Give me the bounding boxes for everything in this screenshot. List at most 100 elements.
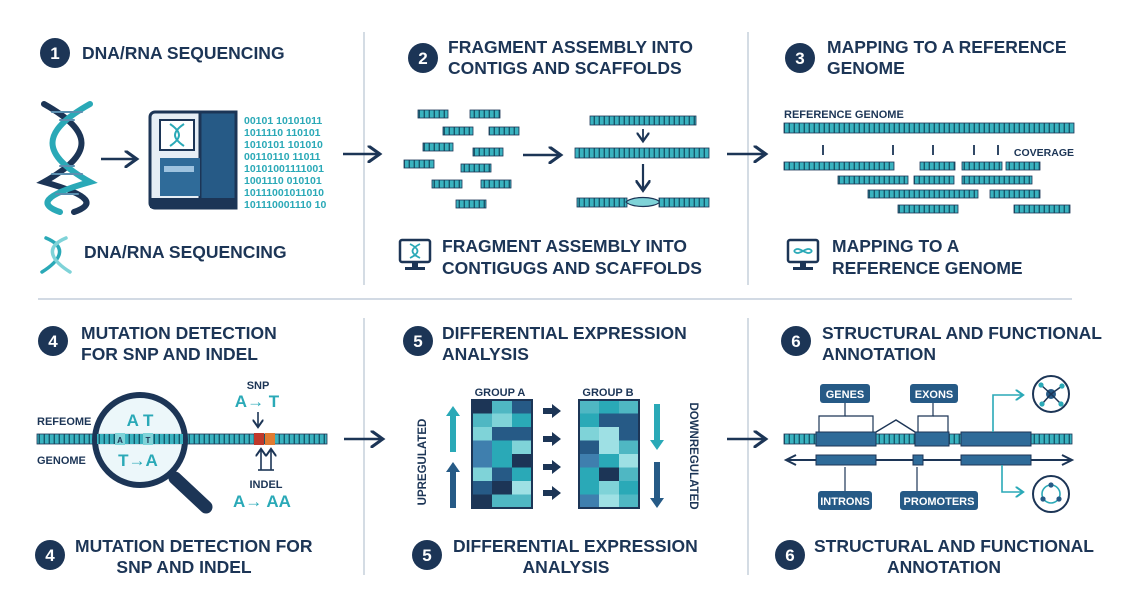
panel-6-title-line-2: ANNOTATION <box>822 344 936 364</box>
group-a-label: GROUP A <box>475 387 526 399</box>
badge-number-2: 2 <box>418 49 427 68</box>
svg-text:00110110 11011: 00110110 11011 <box>244 151 321 163</box>
heatmap-cell <box>492 454 512 468</box>
network-node-icon <box>1032 375 1070 413</box>
badge-6-caption <box>775 540 805 570</box>
badge-number-6: 6 <box>791 332 800 351</box>
heatmap-cell <box>619 427 639 441</box>
lens-bottom-letters: T→A <box>118 451 158 470</box>
heatmap-cell <box>599 454 619 468</box>
panel-4-title-line-1: MUTATION DETECTION <box>81 323 277 343</box>
heatmap-cell <box>619 413 639 427</box>
svg-text:00101 10101011: 00101 10101011 <box>244 115 322 127</box>
heatmap-cell <box>492 481 512 495</box>
heatmap-cell <box>619 481 639 495</box>
number-badges <box>35 38 815 570</box>
heatmap-cell <box>619 454 639 468</box>
panel-6-caption-line-2: ANNOTATION <box>887 557 1001 577</box>
badge-6 <box>781 326 811 356</box>
heatmap-group-a <box>471 399 533 509</box>
badge-number-1: 1 <box>50 44 59 63</box>
strand-left-end <box>783 454 797 466</box>
snp-label: SNP <box>247 380 270 392</box>
panel-1-caption: DNA/RNA SEQUENCING <box>84 242 287 262</box>
exons-label: EXONS <box>915 389 954 401</box>
genes-label: GENES <box>826 389 865 401</box>
indel-change: A→ AA <box>233 492 291 511</box>
upregulated-label: UPREGULATED <box>417 419 429 506</box>
panel-5-caption-line-1: DIFFERENTIAL EXPRESSION <box>453 536 698 556</box>
panel-5-caption-line-2: ANALYSIS <box>523 557 610 577</box>
badge-number-4: 4 <box>48 332 58 351</box>
genome-label: GENOME <box>37 455 86 467</box>
reference-genome-bar <box>783 122 1075 134</box>
exons-tag <box>910 384 958 403</box>
badge-number-6-caption: 6 <box>785 546 794 565</box>
reference-genome-label: REFERENCE GENOME <box>784 109 904 121</box>
heatmap-cell <box>472 494 492 508</box>
svg-text:1011110 110101: 1011110 110101 <box>244 127 321 139</box>
strand-right-end <box>1061 454 1075 466</box>
sequencer-machine-icon <box>148 110 238 210</box>
heatmap-cell <box>492 440 512 454</box>
badge-number-5-caption: 5 <box>422 546 431 565</box>
heatmap-group-b <box>578 399 640 509</box>
panel-2-title-line-1: FRAGMENT ASSEMBLY INTO <box>448 37 693 57</box>
panel-4-caption-line-1: MUTATION DETECTION FOR <box>75 536 313 556</box>
contig-short <box>589 115 697 126</box>
heatmap-cell <box>472 481 492 495</box>
heatmap-cell <box>512 440 532 454</box>
indel-label: INDEL <box>250 479 283 491</box>
heatmap-cell <box>579 494 599 508</box>
panel-3-title-line-2: GENOME <box>827 58 905 78</box>
badge-5 <box>403 326 433 356</box>
panel-4-title-line-2: FOR SNP AND INDEL <box>81 344 258 364</box>
heatmap-cell <box>579 454 599 468</box>
heatmap-cell <box>599 481 619 495</box>
badge-4 <box>38 326 68 356</box>
panel-5-title-line-1: DIFFERENTIAL EXPRESSION <box>442 323 687 343</box>
strand-exon-1 <box>815 454 877 466</box>
panel-2-title-line-2: CONTIGS AND SCAFFOLDS <box>448 58 682 78</box>
badge-number-3: 3 <box>795 49 804 68</box>
heatmap-cell <box>579 427 599 441</box>
downregulated-label: DOWNREGULATED <box>687 402 699 509</box>
dna-helix-icon <box>36 101 98 215</box>
heatmap-cell <box>492 413 512 427</box>
strand-exon-3 <box>960 454 1032 466</box>
coverage-ticks <box>822 145 999 155</box>
badge-5-caption <box>412 540 442 570</box>
heatmap-cell <box>619 400 639 414</box>
introns-tag <box>818 491 872 510</box>
ref-label: REFEOME <box>37 416 91 428</box>
indel-highlight <box>265 433 275 445</box>
panel-3-caption-line-2: REFERENCE GENOME <box>832 258 1023 278</box>
exon-block-2 <box>914 431 950 447</box>
heatmap-cell <box>619 467 639 481</box>
panel-5-title-line-2: ANALYSIS <box>442 344 529 364</box>
panel-2-caption-line-1: FRAGMENT ASSEMBLY INTO <box>442 236 687 256</box>
group-b-label: GROUP B <box>582 387 633 399</box>
badge-4-caption <box>35 540 65 570</box>
group-arrows <box>543 404 561 500</box>
contig-long <box>574 147 710 159</box>
panel-3-caption-line-1: MAPPING TO A <box>832 236 960 256</box>
snp-highlight <box>254 433 264 445</box>
heatmap-cell <box>512 413 532 427</box>
badge-number-4-caption: 4 <box>45 546 55 565</box>
heatmap-cell <box>492 494 512 508</box>
strand-exon-2 <box>912 454 924 466</box>
badge-3 <box>785 43 815 73</box>
panel-2-caption-line-2: CONTIGUGS AND SCAFFOLDS <box>442 258 702 278</box>
genes-tag <box>820 384 870 403</box>
lens-top-letters: A T <box>127 411 154 430</box>
heatmap-cell <box>512 481 532 495</box>
heatmap-cell <box>619 494 639 508</box>
exon-block-3 <box>960 431 1032 447</box>
heatmap-cell <box>472 467 492 481</box>
computer-dna-icon <box>398 238 432 270</box>
heatmap-cell <box>619 440 639 454</box>
heatmap-cell <box>579 467 599 481</box>
panel-6-title-line-1: STRUCTURAL AND FUNCTIONAL <box>822 323 1102 343</box>
binary-data: 00101 10101011 1011110 110101 1010101 10… <box>244 115 327 211</box>
